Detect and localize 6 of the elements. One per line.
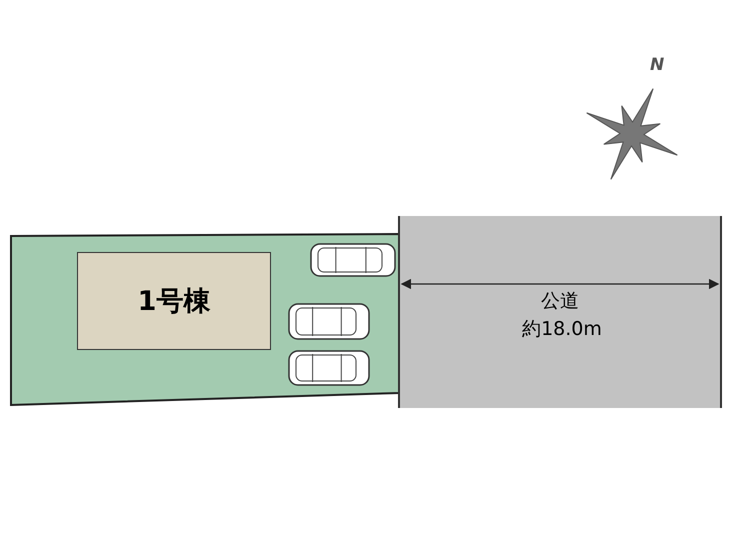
dimension-label: 約18.0m <box>521 317 603 342</box>
building-label: 1号棟 <box>136 285 212 319</box>
road-label: 公道 <box>540 289 580 314</box>
road-area <box>398 216 722 408</box>
north-label: N <box>650 55 664 75</box>
building-footprint <box>77 252 271 350</box>
